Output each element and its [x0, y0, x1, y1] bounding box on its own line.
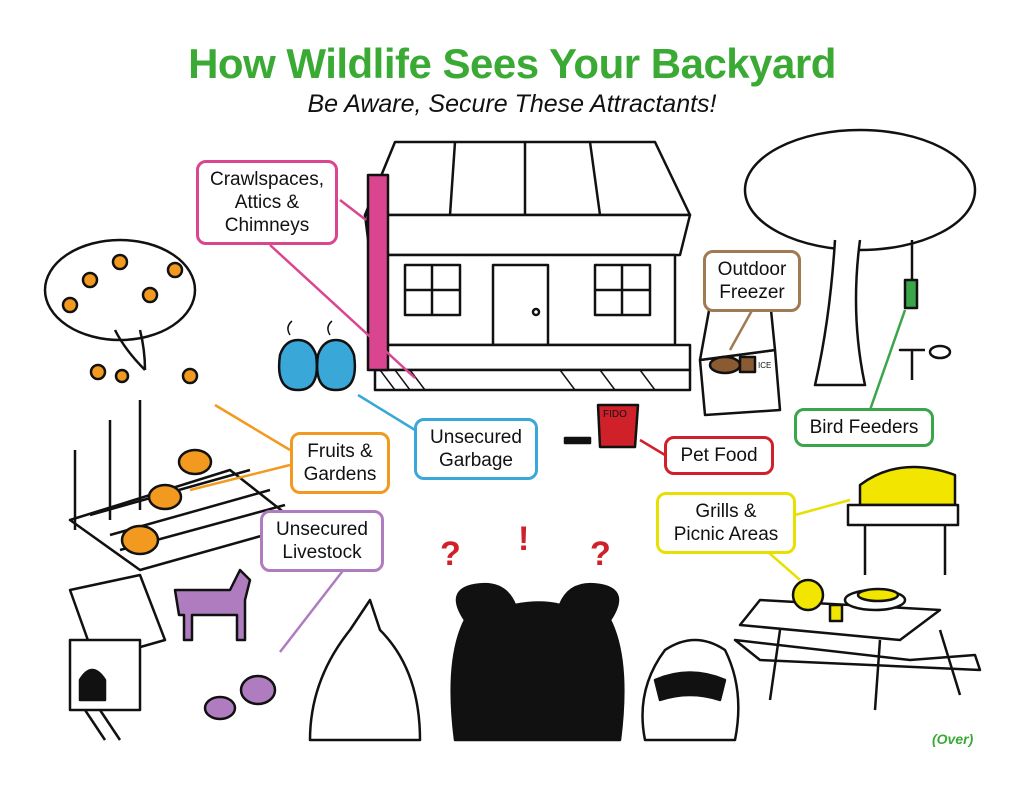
- bird-tree: [743, 128, 977, 387]
- callout-fruits-gardens: Fruits &Gardens: [290, 432, 390, 494]
- garden: [68, 400, 302, 572]
- callout-crawlspaces: Crawlspaces,Attics &Chimneys: [196, 160, 338, 245]
- page-subtitle: Be Aware, Secure These Attractants!: [307, 90, 717, 118]
- pet-food-bag: [563, 403, 640, 449]
- page-title: How Wildlife Sees Your Backyard: [188, 40, 836, 87]
- chicken-coop: [68, 573, 167, 741]
- wildlife: [308, 582, 740, 742]
- garbage-bags: [277, 320, 357, 392]
- picnic-table: [733, 578, 982, 711]
- question-mark-right: ?: [590, 535, 611, 573]
- callout-arrows: [189, 199, 907, 653]
- pet-bag-label: FIDO: [603, 409, 627, 420]
- over-footer: (Over): [932, 731, 974, 747]
- callout-pet-food: Pet Food: [664, 436, 774, 475]
- house: [363, 140, 692, 392]
- exclamation-mark: !: [518, 520, 530, 558]
- outdoor-freezer: [698, 298, 782, 417]
- grill: [846, 465, 960, 575]
- ice-bag-label: ICE: [758, 361, 771, 370]
- livestock: [173, 568, 277, 721]
- callout-grills-picnic: Grills &Picnic Areas: [656, 492, 796, 554]
- fruit-tree: [43, 238, 199, 385]
- callout-bird-feeders: Bird Feeders: [794, 408, 934, 447]
- question-mark-left: ?: [440, 535, 461, 573]
